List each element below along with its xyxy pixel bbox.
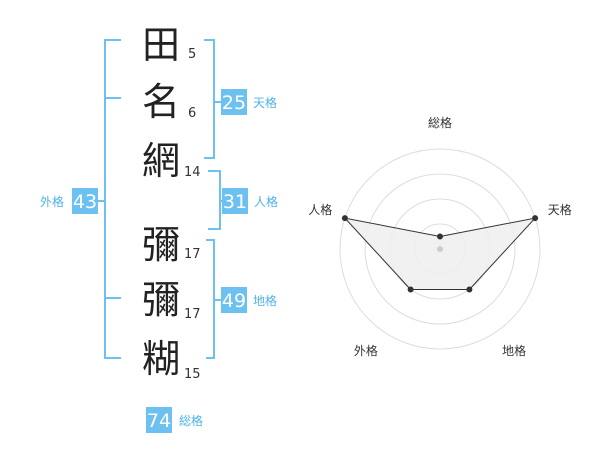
tenkaku-badge [221, 89, 247, 115]
gaikaku-bracket [104, 39, 121, 359]
stroke-count-3: 14 [184, 165, 201, 180]
char-4: 彌 [142, 223, 180, 267]
char-2: 名 [142, 80, 180, 124]
jinkaku-bracket [208, 170, 221, 230]
soukaku-label: 総格 [179, 413, 203, 428]
chikaku-label: 地格 [253, 293, 277, 308]
radar-point-5 [341, 215, 348, 222]
gaikaku-group: 外格 43 [40, 188, 98, 214]
tenkaku-label: 天格 [253, 95, 277, 110]
soukaku-value: 74 [147, 410, 171, 432]
char-6: 糊 [142, 337, 180, 381]
tenkaku-group: 25 天格 [221, 89, 277, 115]
tenkaku-value: 25 [222, 92, 246, 114]
stroke-count-2: 6 [188, 106, 196, 121]
stroke-count-6: 15 [184, 367, 201, 382]
gaikaku-value: 43 [73, 191, 97, 213]
soukaku-group: 74 総格 [146, 407, 203, 433]
radar-polygon [343, 217, 537, 290]
radar-point-3 [466, 286, 473, 293]
radar-axis-label-3: 地格 [502, 343, 526, 358]
chikaku-value: 49 [222, 290, 246, 312]
char-3: 網 [142, 139, 180, 183]
tenkaku-bracket [204, 39, 215, 159]
soukaku-badge [146, 407, 172, 433]
jinkaku-badge [222, 188, 248, 214]
radar-ring [364, 173, 516, 325]
jinkaku-value: 31 [223, 191, 247, 213]
gaikaku-badge [72, 188, 98, 214]
chikaku-badge [221, 287, 247, 313]
stroke-count-5: 17 [184, 307, 201, 322]
radar-axis-label-4: 外格 [354, 343, 378, 358]
radar-center-dot [437, 246, 443, 252]
radar-axis-label-5: 人格 [308, 202, 332, 217]
char-1: 田 [142, 23, 180, 67]
stroke-count-1: 5 [188, 47, 196, 62]
radar-point-2 [532, 215, 539, 222]
radar-axis-label-2: 天格 [548, 202, 572, 217]
brackets [97, 39, 222, 359]
chikaku-group: 49 地格 [221, 287, 277, 313]
jinkaku-label: 人格 [254, 194, 278, 209]
name-characters: 田 5 名 6 網 14 彌 17 彌 17 糊 15 [142, 23, 201, 382]
radar-points [341, 215, 539, 293]
radar-point-4 [407, 286, 414, 293]
char-5: 彌 [142, 278, 180, 322]
radar-ring [339, 148, 541, 350]
chikaku-bracket [206, 239, 215, 359]
gaikaku-label: 外格 [40, 194, 64, 209]
radar-point-1 [437, 233, 443, 240]
jinkaku-group: 31 人格 [222, 188, 278, 214]
radar-axis-label-1: 総格 [428, 115, 452, 130]
stroke-count-4: 17 [184, 247, 201, 262]
